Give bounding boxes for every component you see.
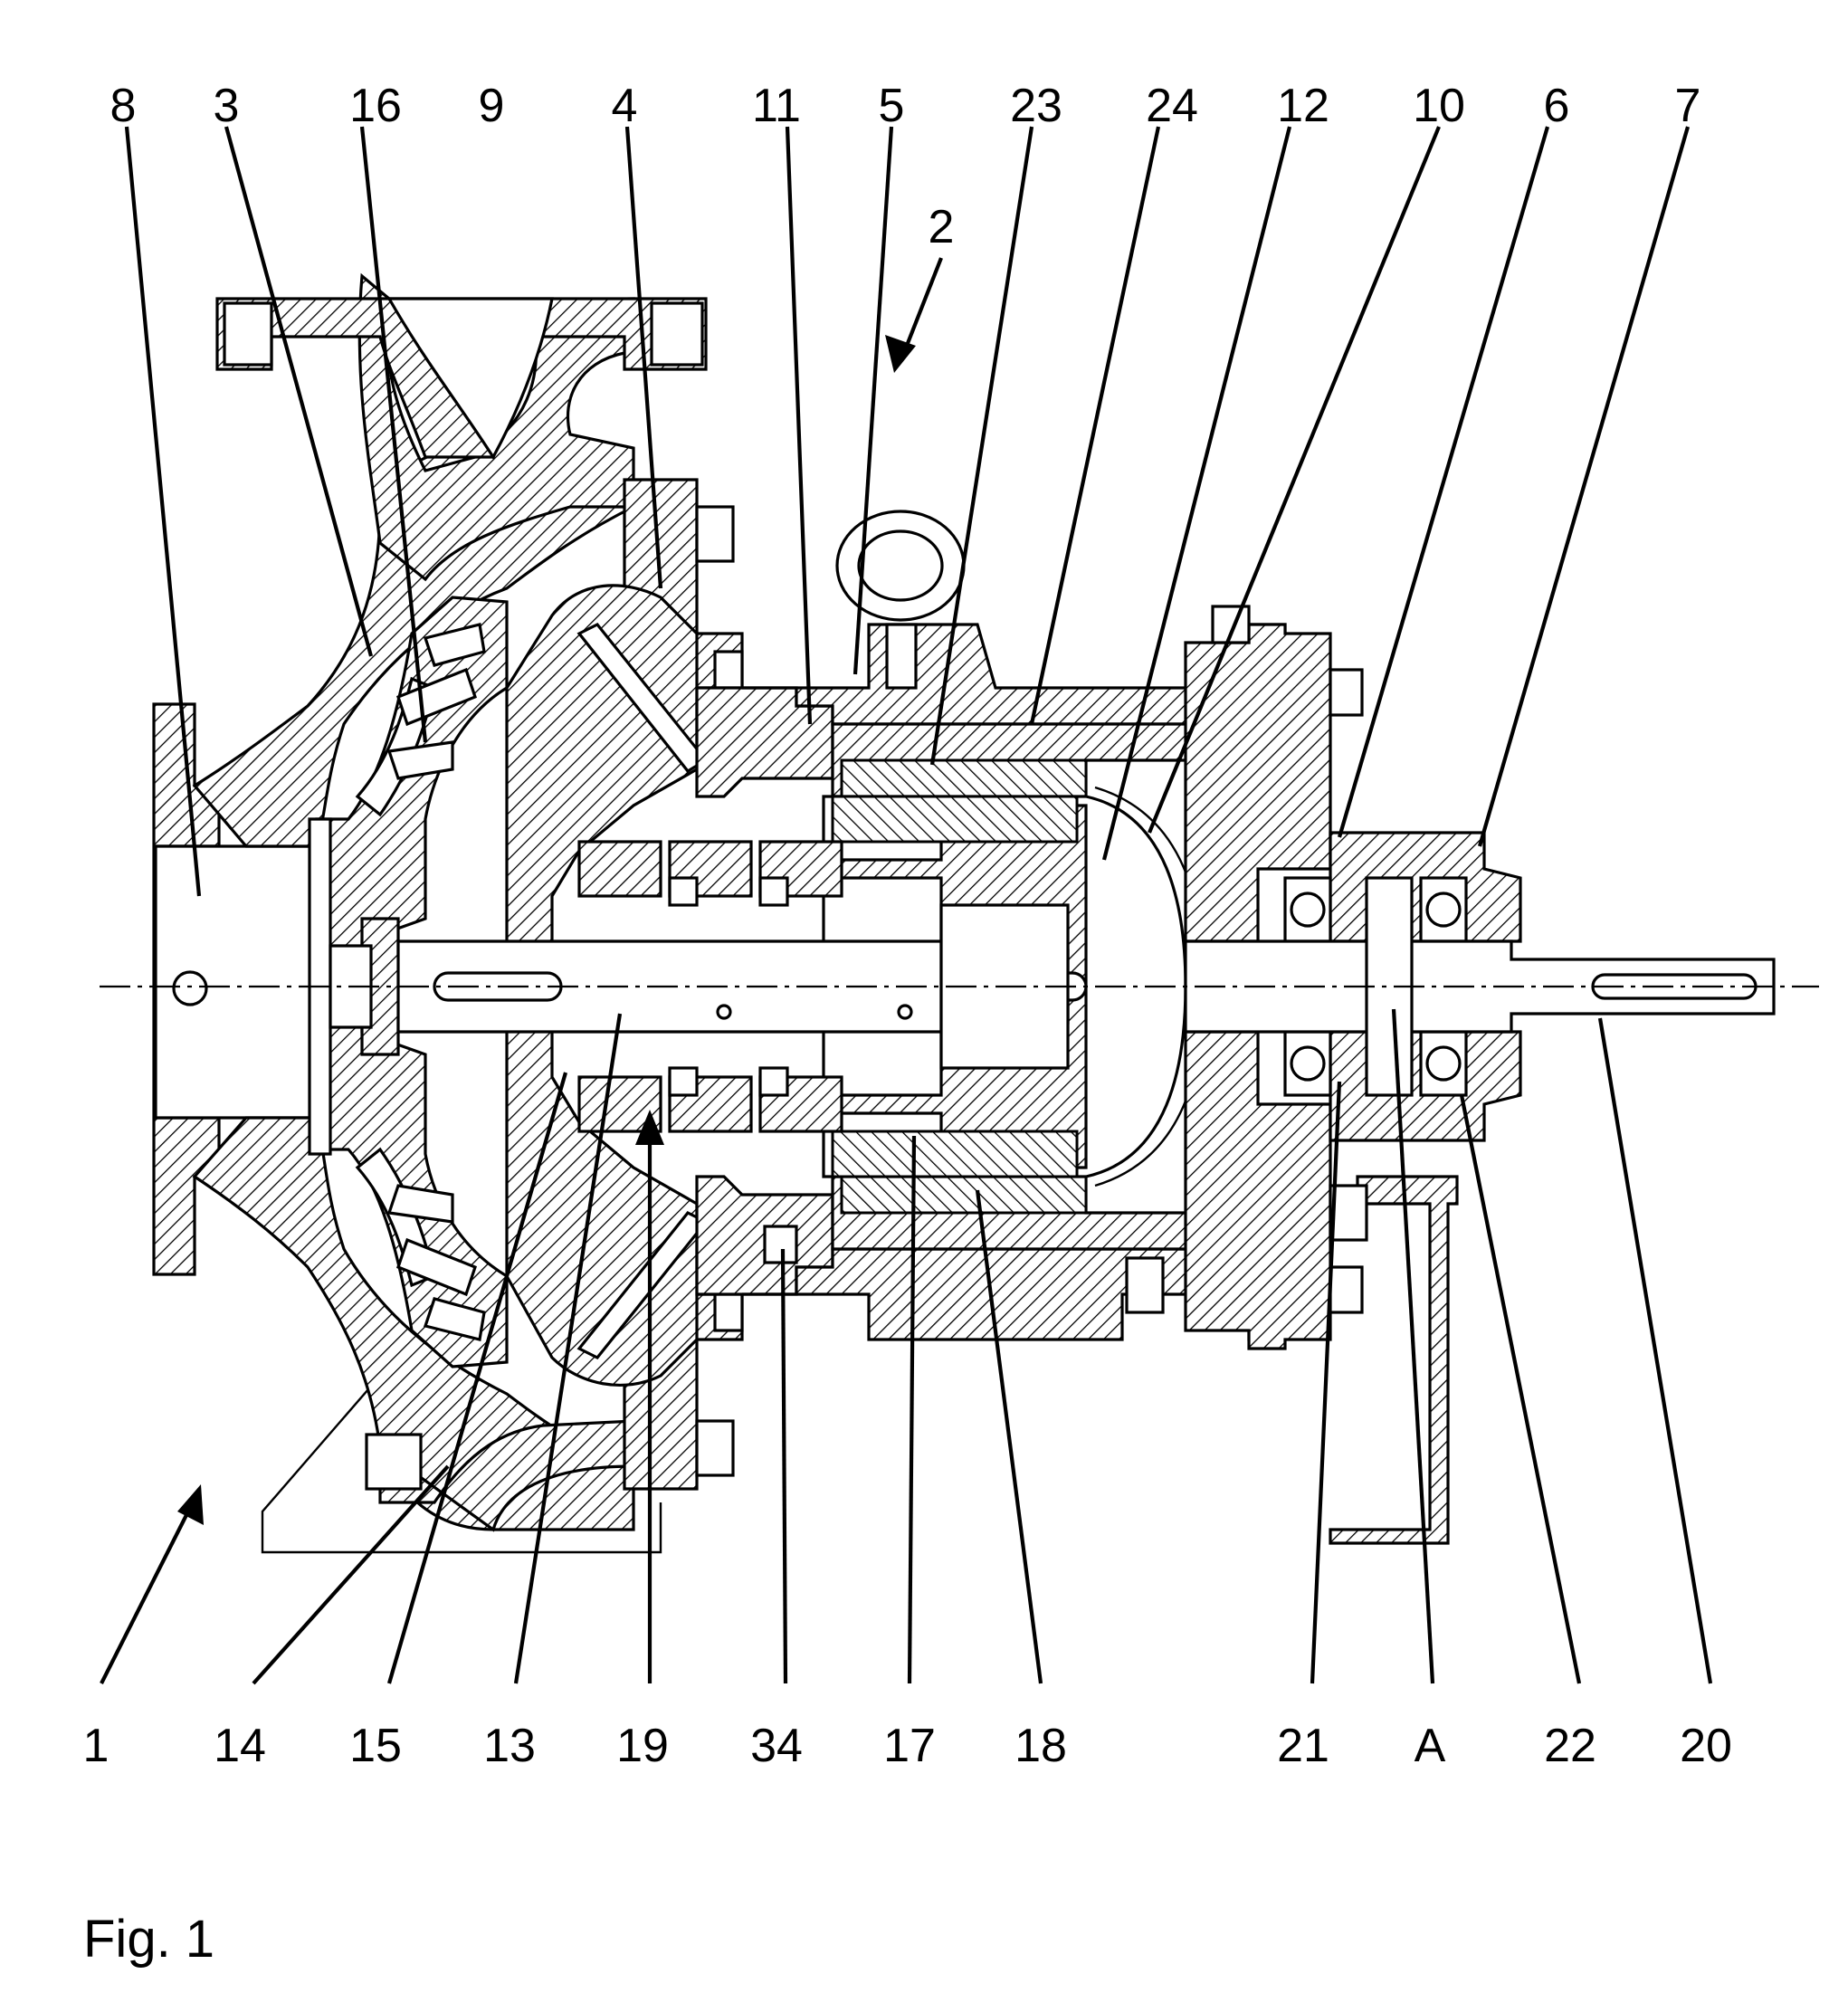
label-12: 12 [1277,80,1329,132]
label-13: 13 [483,1720,536,1772]
label-24: 24 [1146,80,1198,132]
label-7: 7 [1675,80,1701,132]
label-19: 19 [616,1720,669,1772]
label-23: 23 [1010,80,1062,132]
discharge-nozzle [357,272,635,582]
housing-bolt-right [1329,668,1364,717]
magnet-row-upper [840,758,1088,798]
suction-port-marker [172,970,208,1006]
leader-lines [100,126,1713,1685]
base-plate [261,1375,662,1554]
label-22: 22 [1544,1720,1596,1772]
lifting-eye-stud [885,623,918,690]
label-16: 16 [349,80,402,132]
housing-bolt-lower [1125,1256,1165,1314]
label-3: 3 [214,80,240,132]
inner-magnets-lower [831,1130,1079,1178]
label-1: 1 [83,1720,110,1772]
plain-bearings [577,840,843,1133]
label-A: A [1415,1720,1446,1772]
lifting-eye-hole [857,529,944,602]
label-8: 8 [110,80,137,132]
ball-21-lower [1290,1045,1326,1082]
arrow-head-1 [177,1484,204,1525]
top-labels: 8 3 16 9 4 11 5 23 24 12 10 6 7 2 [110,80,1701,253]
housing-bolt-right-lower [1329,1265,1364,1314]
seal-bolt-34 [763,1225,798,1264]
label-17: 17 [883,1720,936,1772]
pump-drawing-body [100,272,1819,1554]
arrow-head-19 [635,1110,664,1145]
impeller-vanes [355,623,486,1341]
casing-cover-inner [505,584,699,957]
label-9: 9 [479,80,505,132]
drain-fitting [1329,1184,1368,1242]
label-5: 5 [879,80,905,132]
label-21: 21 [1277,1720,1329,1772]
flange-bolt-right-top [650,301,704,367]
cover-bolt-bottom [695,1419,735,1477]
label-34: 34 [750,1720,803,1772]
label-11: 11 [752,80,801,132]
arrow-head-2 [885,335,916,373]
shaft-pin-2 [897,1004,913,1020]
figure-caption: Fig. 1 [83,1910,214,1969]
ball-22-upper [1425,892,1462,928]
shaft-pin-1 [716,1004,732,1020]
label-10: 10 [1413,80,1465,132]
label-6: 6 [1544,80,1570,132]
cover-bolt-mid-bottom [713,1292,744,1332]
label-14: 14 [214,1720,266,1772]
inner-magnets-upper [831,795,1079,844]
drive-shaft [1184,939,1776,1034]
ball-21-upper [1290,892,1326,928]
foot-bolt [365,1433,423,1491]
label-20: 20 [1680,1720,1732,1772]
label-4: 4 [612,80,638,132]
label-15: 15 [349,1720,402,1772]
label-2: 2 [929,201,955,253]
magnet-row-lower [840,1175,1088,1215]
ball-22-lower [1425,1045,1462,1082]
drive-housing-lower [1184,1030,1332,1350]
label-18: 18 [1014,1720,1067,1772]
cover-bolt-top [695,505,735,563]
bottom-labels: 1 14 15 13 19 34 17 18 21 A 22 20 [83,1720,1732,1772]
discharge-port [386,297,554,461]
flange-bolt-left-top [223,301,273,367]
cover-bolt-mid-top [713,650,744,690]
